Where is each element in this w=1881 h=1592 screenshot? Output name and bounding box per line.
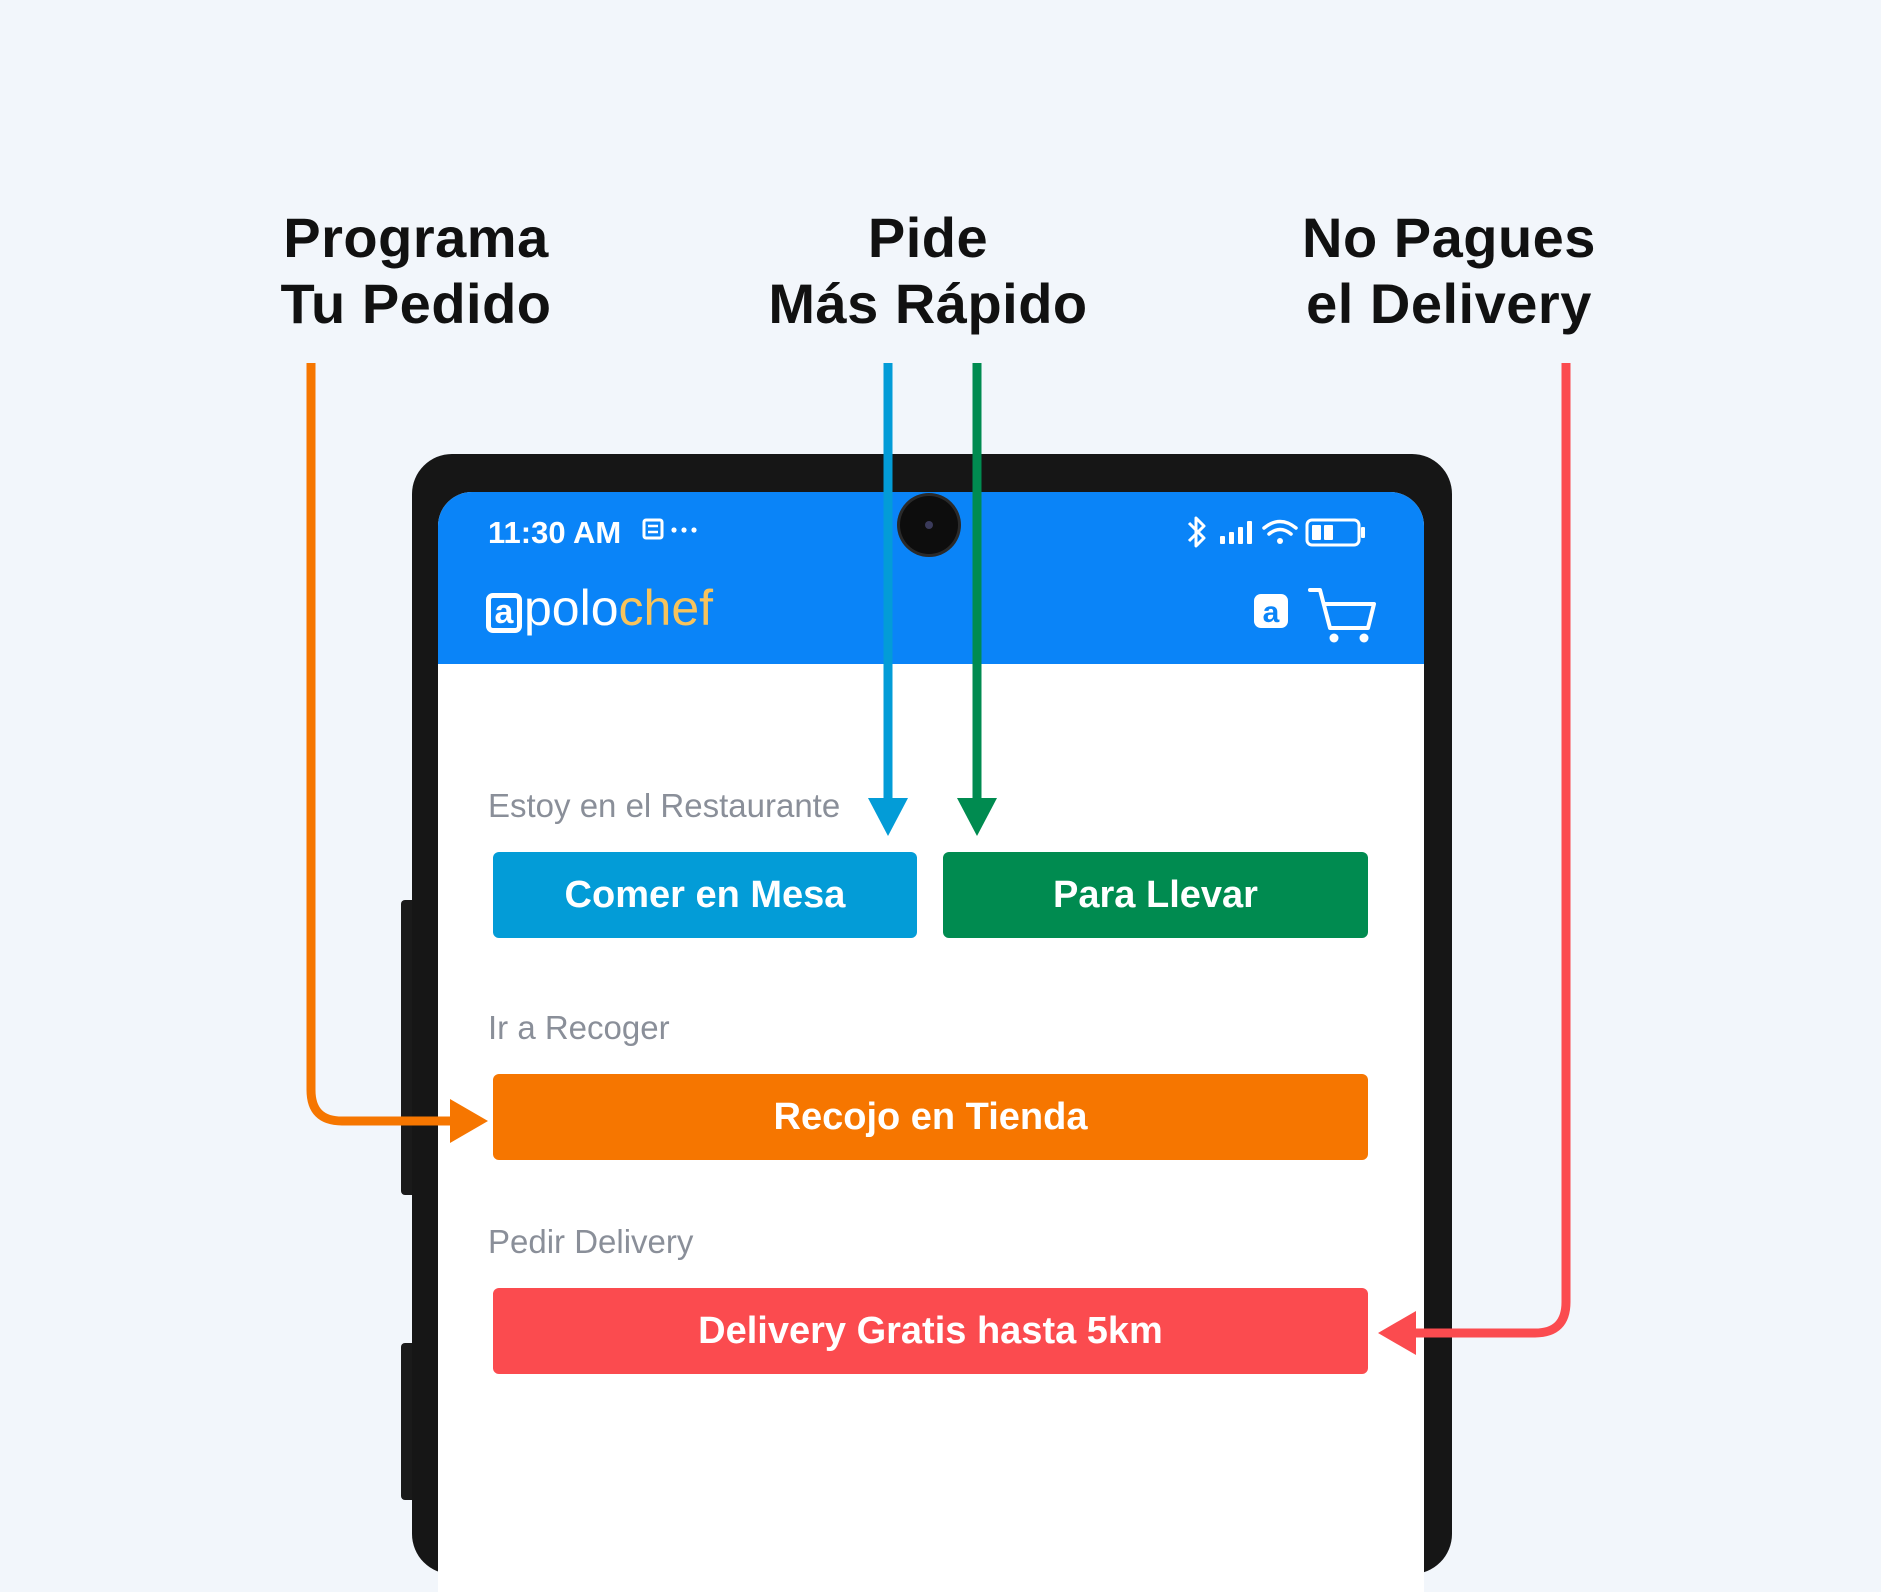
section-label-delivery: Pedir Delivery <box>488 1223 694 1260</box>
delivery-gratis-button[interactable]: Delivery Gratis hasta 5km <box>493 1288 1368 1374</box>
status-time: 11:30 AM <box>488 515 622 550</box>
section-label-restaurante: Estoy en el Restaurante <box>488 787 841 824</box>
notification-icon <box>642 518 697 540</box>
callout-right-line2: el Delivery <box>1306 272 1592 335</box>
battery-icon <box>1305 518 1365 547</box>
apolo-a-icon: a <box>1254 594 1288 629</box>
callout-middle-line2: Más Rápido <box>768 272 1088 335</box>
callout-middle-line1: Pide <box>867 206 989 269</box>
orange-arrow <box>306 363 456 1126</box>
para-llevar-button[interactable]: Para Llevar <box>943 852 1368 938</box>
apolochef-logo: a polo chef <box>486 580 713 636</box>
green-arrowhead <box>957 798 997 836</box>
wifi-icon <box>1262 519 1298 544</box>
svg-text:a: a <box>1263 596 1280 629</box>
front-camera <box>900 496 958 554</box>
cart-icon <box>1308 588 1376 643</box>
annotation-arrows <box>306 363 1571 1355</box>
red-arrowhead <box>1378 1311 1416 1355</box>
phone-side-button-lower <box>401 1343 415 1500</box>
blue-arrowhead <box>868 798 908 836</box>
callout-right-line1: No Pagues <box>1302 206 1596 269</box>
app-bar: 11:30 AM <box>438 492 1424 664</box>
callout-left-line1: Programa <box>283 206 549 269</box>
recojo-en-tienda-button[interactable]: Recojo en Tienda <box>493 1074 1368 1160</box>
bluetooth-icon <box>1187 516 1206 548</box>
section-label-recoger: Ir a Recoger <box>488 1009 670 1046</box>
status-icons <box>1187 516 1365 548</box>
callout-no-pagues-delivery: No Pagues el Delivery <box>1259 205 1639 337</box>
callout-programa-pedido: Programa Tu Pedido <box>226 205 606 337</box>
comer-en-mesa-button[interactable]: Comer en Mesa <box>493 852 917 938</box>
callout-pide-rapido: Pide Más Rápido <box>738 205 1118 337</box>
callout-left-line2: Tu Pedido <box>280 272 552 335</box>
more-dots-icon <box>671 527 677 533</box>
logo-text-chef: chef <box>618 580 714 636</box>
orange-arrowhead <box>450 1099 488 1143</box>
logo-text-polo: polo <box>524 580 619 636</box>
app-bar-actions[interactable]: a <box>1250 582 1380 646</box>
phone-screen: 11:30 AM <box>438 492 1424 1592</box>
logo-a-mark: a <box>486 593 522 633</box>
red-arrow <box>1410 363 1571 1338</box>
signal-icon <box>1220 521 1252 544</box>
